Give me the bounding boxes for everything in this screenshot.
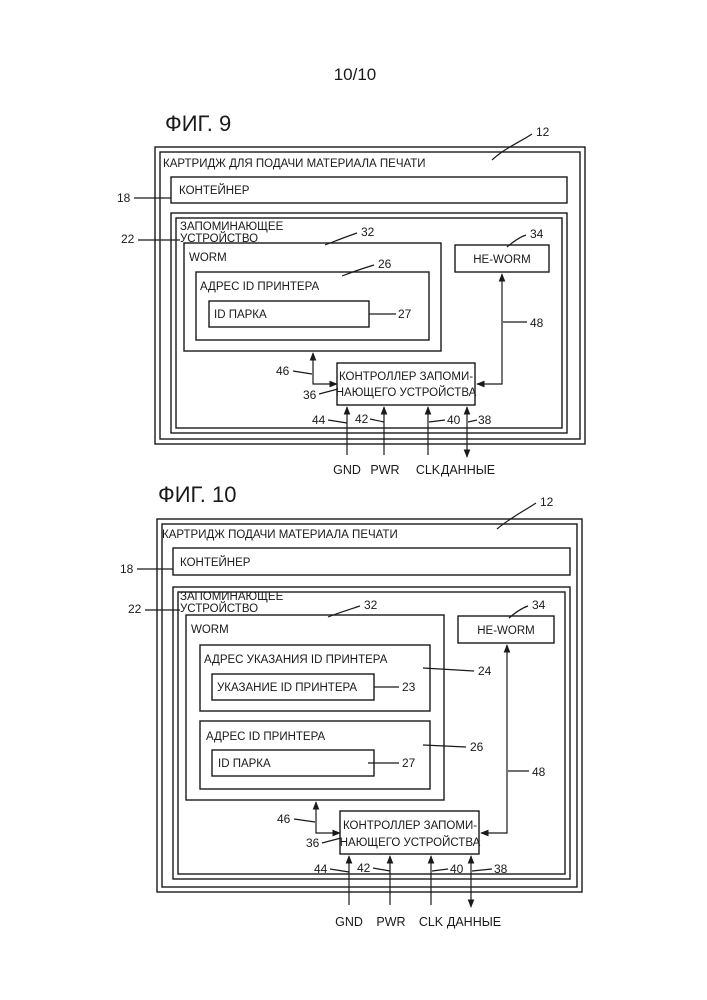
- fig10-ref-44: 44: [314, 862, 328, 876]
- fig10-controller-label-2: НАЮЩЕГО УСТРОЙСТВА: [340, 836, 481, 849]
- fig10-ref-23: 23: [402, 680, 416, 694]
- fig9-ref-40: 40: [447, 413, 461, 427]
- fig10-leader-46: [294, 819, 315, 822]
- fig9-he-worm-label: HE-WORM: [473, 254, 531, 266]
- fig9-signal-clk: CLK: [416, 463, 441, 477]
- fig10-leader-12: [497, 503, 536, 529]
- fig9-worm-label: WORM: [189, 252, 227, 264]
- fig9-ref-46: 46: [276, 364, 290, 378]
- fig10-ref-24: 24: [478, 664, 492, 678]
- fig10-ref-12: 12: [540, 495, 554, 509]
- fig10-signal-clk: CLK: [419, 915, 444, 929]
- fig9-memory-label-1: ЗАПОМИНАЮЩЕЕ: [180, 221, 284, 233]
- fig10-ref-32: 32: [364, 598, 378, 612]
- fig10-cartridge-box-inner: [162, 524, 577, 887]
- fig10-printer-id-address-label: АДРЕС ID ПРИНТЕРА: [206, 731, 325, 743]
- fig10-container-label: КОНТЕЙНЕР: [180, 556, 251, 569]
- fig9-leader-42: [370, 419, 384, 422]
- fig10-ref-18: 18: [120, 562, 134, 576]
- fig9-leader-26: [342, 265, 374, 276]
- fig10-ref-36: 36: [306, 836, 320, 850]
- fig9-ref-18: 18: [117, 191, 131, 205]
- fig9-leader-40: [429, 420, 445, 422]
- fig9-signal-pwr: PWR: [370, 463, 399, 477]
- fig9-fleet-id-label: ID ПАРКА: [214, 309, 267, 321]
- fig9-ref-36: 36: [303, 388, 317, 402]
- fig10-ref-42: 42: [357, 861, 371, 875]
- fig9-container-label: КОНТЕЙНЕР: [179, 184, 250, 197]
- fig10-ref-48: 48: [532, 765, 546, 779]
- fig9-ref-12: 12: [536, 125, 550, 139]
- fig9-leader-44: [328, 420, 347, 423]
- fig10-he-worm-label: HE-WORM: [477, 625, 535, 637]
- fig10-leader-42: [373, 868, 390, 871]
- fig10-leader-44: [330, 869, 349, 872]
- fig9-ref-42: 42: [355, 412, 369, 426]
- fig9-cartridge-label: КАРТРИДЖ ДЛЯ ПОДАЧИ МАТЕРИАЛА ПЕЧАТИ: [163, 158, 426, 170]
- fig10-leader-40: [432, 869, 448, 871]
- fig10-signal-pwr: PWR: [376, 915, 405, 929]
- fig10-signal-gnd: GND: [335, 915, 363, 929]
- fig10-leader-36: [322, 838, 341, 843]
- fig10-worm-box: [186, 615, 444, 800]
- fig10-memory-label-2: УСТРОЙСТВО: [180, 602, 258, 615]
- fig10-worm-label: WORM: [191, 624, 229, 636]
- fig9-ref-27: 27: [398, 307, 412, 321]
- fig10-leader-38: [472, 869, 492, 871]
- fig10-signal-data: ДАННЫЕ: [447, 915, 501, 929]
- fig10-ref-40: 40: [450, 862, 464, 876]
- fig9-controller-label-1: КОНТРОЛЛЕР ЗАПОМИ-: [339, 371, 473, 383]
- figure-9: ФИГ. 9 КАРТРИДЖ ДЛЯ ПОДАЧИ МАТЕРИАЛА ПЕЧ…: [117, 111, 585, 477]
- fig10-ref-46: 46: [277, 812, 291, 826]
- fig9-signal-data: ДАННЫЕ: [441, 463, 495, 477]
- fig10-memory-label-1: ЗАПОМИНАЮЩЕЕ: [180, 591, 284, 603]
- fig9-ref-32: 32: [361, 225, 375, 239]
- fig9-ref-44: 44: [312, 413, 326, 427]
- fig9-leader-38: [468, 420, 477, 422]
- fig9-controller-label-2: НАЮЩЕГО УСТРОЙСТВА: [336, 386, 477, 399]
- figure-10-title: ФИГ. 10: [158, 482, 236, 507]
- fig10-controller-label-1: КОНТРОЛЛЕР ЗАПОМИ-: [343, 820, 477, 832]
- fig9-ref-22: 22: [121, 232, 135, 246]
- fig10-ref-34: 34: [532, 598, 546, 612]
- fig10-fleet-id-label: ID ПАРКА: [218, 758, 271, 770]
- fig9-signal-gnd: GND: [333, 463, 361, 477]
- fig10-bus-46: [316, 802, 340, 833]
- fig10-ref-27: 27: [402, 756, 416, 770]
- page-number: 10/10: [334, 65, 377, 84]
- fig10-ref-26: 26: [470, 740, 484, 754]
- fig9-leader-46: [293, 371, 312, 374]
- fig9-printer-id-address-label: АДРЕС ID ПРИНТЕРА: [200, 281, 319, 293]
- fig9-bus-48: [477, 274, 502, 384]
- fig9-ref-34: 34: [530, 227, 544, 241]
- fig10-indication-address-label: АДРЕС УКАЗАНИЯ ID ПРИНТЕРА: [204, 654, 388, 666]
- fig10-indication-label: УКАЗАНИЕ ID ПРИНТЕРА: [217, 682, 357, 694]
- fig10-ref-22: 22: [128, 602, 142, 616]
- fig10-ref-38: 38: [494, 862, 508, 876]
- figure-10: ФИГ. 10 КАРТРИДЖ ПОДАЧИ МАТЕРИАЛА ПЕЧАТИ…: [120, 482, 582, 929]
- fig10-cartridge-label: КАРТРИДЖ ПОДАЧИ МАТЕРИАЛА ПЕЧАТИ: [162, 529, 398, 541]
- fig9-ref-26: 26: [378, 257, 392, 271]
- fig9-bus-46: [313, 353, 337, 384]
- figure-9-title: ФИГ. 9: [165, 111, 231, 136]
- fig9-ref-38: 38: [478, 413, 492, 427]
- fig9-ref-48: 48: [530, 316, 544, 330]
